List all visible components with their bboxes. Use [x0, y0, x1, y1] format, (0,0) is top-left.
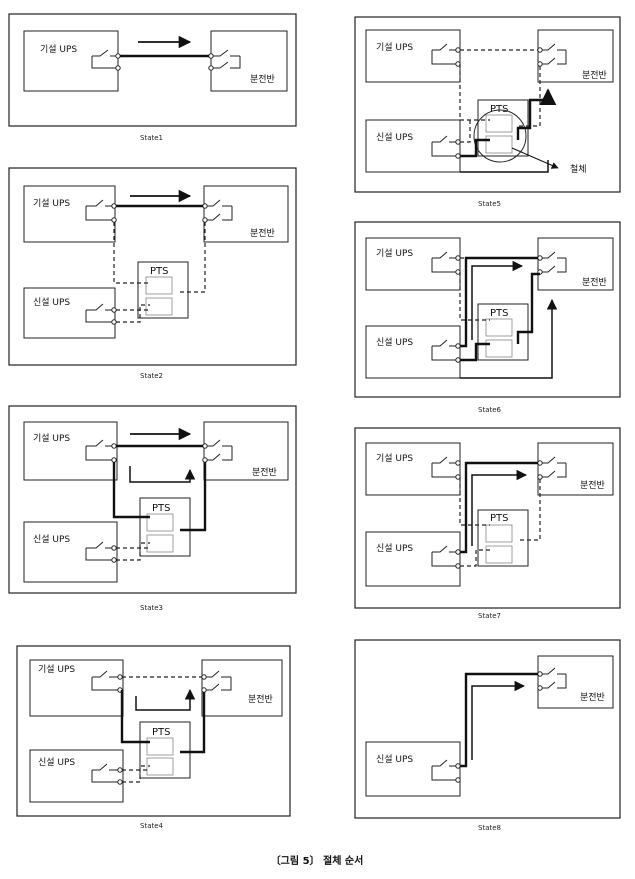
- figure-caption: 〔그림 5〕 절체 순서: [271, 854, 364, 867]
- new-ups-label: 신설 UPS: [376, 754, 413, 765]
- state8-label: State8: [478, 824, 501, 832]
- panel-label: 분전반: [250, 74, 275, 85]
- state6-panel: 기설 UPS 분전반 신설 UPS PTS: [354, 221, 621, 398]
- state4-label: State4: [140, 822, 164, 830]
- state5-panel: 기설 UPS 분전반 신설 UPS PTS 철체: [354, 16, 621, 193]
- new-ups-label: 신설 UPS: [376, 337, 413, 348]
- panel-label: 분전반: [582, 277, 607, 288]
- new-ups-label: 신설 UPS: [376, 543, 413, 554]
- pts-label: PTS: [152, 727, 171, 738]
- old-ups-label: 기설 UPS: [376, 453, 413, 464]
- state3-panel: 기설 UPS 분전반 신설 UPS PTS: [8, 405, 297, 594]
- old-ups-label: 기설 UPS: [376, 248, 413, 259]
- pts-label: PTS: [490, 308, 509, 319]
- state1-label: State1: [140, 134, 163, 142]
- state8-panel: 분전반 신설 UPS: [354, 639, 621, 819]
- state5-label: State5: [478, 200, 501, 208]
- old-ups-label: 기설 UPS: [33, 433, 70, 444]
- panel-label: 분전반: [580, 480, 605, 491]
- pts-label: PTS: [490, 513, 509, 524]
- pts-label: PTS: [490, 104, 509, 115]
- state7-label: State7: [478, 612, 501, 620]
- state2-panel: 기설 UPS 분전반 신설 UPS PTS: [8, 167, 297, 366]
- panel-label: 분전반: [580, 692, 605, 703]
- removal-label: 철체: [570, 164, 587, 175]
- state6-label: State6: [478, 406, 502, 414]
- pts-label: PTS: [152, 503, 171, 514]
- old-ups-label: 기설 UPS: [40, 44, 77, 55]
- state7-panel: 기설 UPS 분전반 신설 UPS PTS: [354, 427, 621, 609]
- panel-label: 분전반: [582, 70, 607, 81]
- state2-label: State2: [140, 372, 163, 380]
- state1-panel: 기설 UPS 분전반: [8, 13, 297, 127]
- panel-label: 분전반: [252, 467, 277, 478]
- panel-label: 분전반: [248, 694, 273, 705]
- old-ups-label: 기설 UPS: [33, 198, 70, 209]
- new-ups-label: 신설 UPS: [33, 297, 70, 308]
- new-ups-label: 신설 UPS: [38, 757, 75, 768]
- new-ups-label: 신설 UPS: [33, 534, 70, 545]
- state3-label: State3: [140, 604, 163, 612]
- new-ups-label: 신설 UPS: [376, 132, 413, 143]
- panel-label: 분전반: [250, 228, 275, 239]
- old-ups-label: 기설 UPS: [38, 664, 75, 675]
- old-ups-label: 기설 UPS: [376, 42, 413, 53]
- state4-panel: 기설 UPS 분전반 신설 UPS PTS: [16, 645, 291, 817]
- pts-label: PTS: [150, 266, 169, 277]
